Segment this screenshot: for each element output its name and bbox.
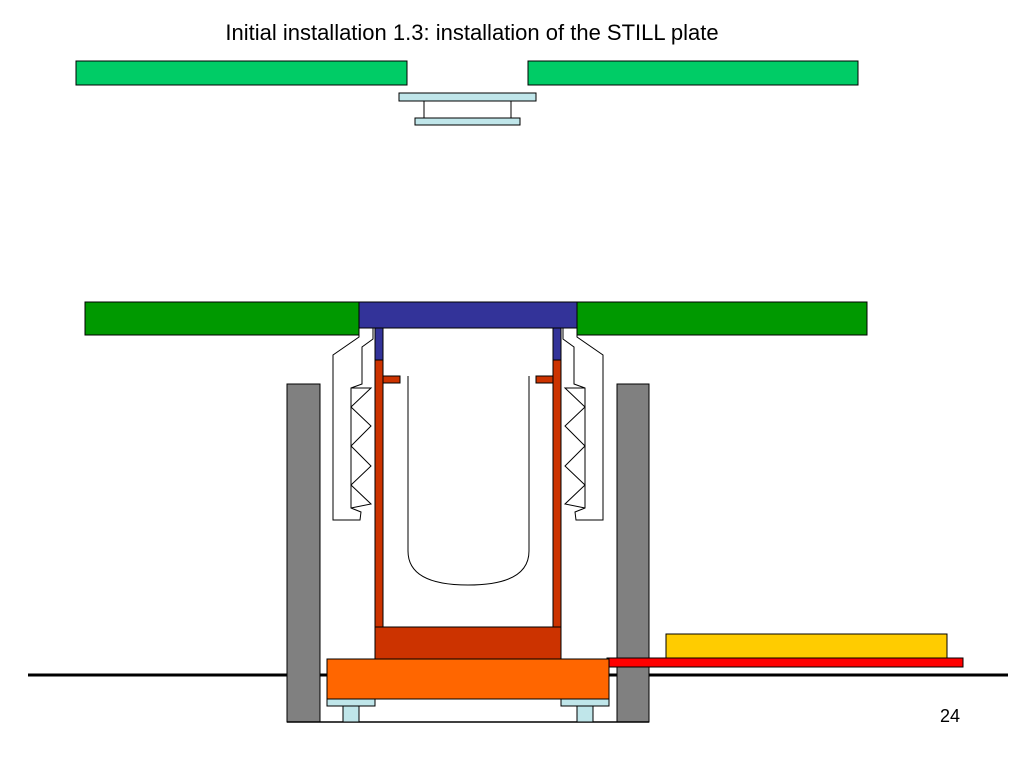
left-dark-green-plate <box>84 301 360 336</box>
right-bracket-outline <box>562 327 604 521</box>
left-foot-post <box>342 705 360 723</box>
right-rust-post <box>552 359 562 628</box>
u-shaped-pot <box>407 376 530 586</box>
top-left-green-plate <box>75 60 408 86</box>
yellow-slab <box>665 633 948 659</box>
right-foot-post <box>576 705 594 723</box>
still-plate-bottom-plate <box>414 117 521 126</box>
right-foot-cap <box>560 698 610 707</box>
left-bellows <box>350 387 373 509</box>
red-rail <box>606 657 964 668</box>
bottom-assembly <box>28 301 1008 723</box>
navy-right-post <box>552 327 562 361</box>
slide-title: Initial installation 1.3: installation o… <box>225 20 719 45</box>
left-rust-post <box>374 359 384 628</box>
right-rust-tab <box>535 375 554 384</box>
still-plate-top-flange <box>398 92 537 102</box>
left-rust-tab <box>382 375 401 384</box>
navy-top-plate <box>358 301 578 329</box>
slide-number: 24 <box>939 706 961 726</box>
left-bracket-outline <box>332 327 374 521</box>
top-assembly <box>75 60 859 126</box>
top-right-green-plate <box>527 60 859 86</box>
right-dark-green-plate <box>576 301 868 336</box>
left-foot-cap <box>326 698 376 707</box>
navy-left-post <box>374 327 384 361</box>
orange-platform <box>326 658 610 700</box>
left-gray-wall <box>286 383 321 723</box>
right-gray-wall <box>616 383 650 723</box>
right-bellows <box>563 387 586 509</box>
rust-base-block <box>374 626 562 660</box>
